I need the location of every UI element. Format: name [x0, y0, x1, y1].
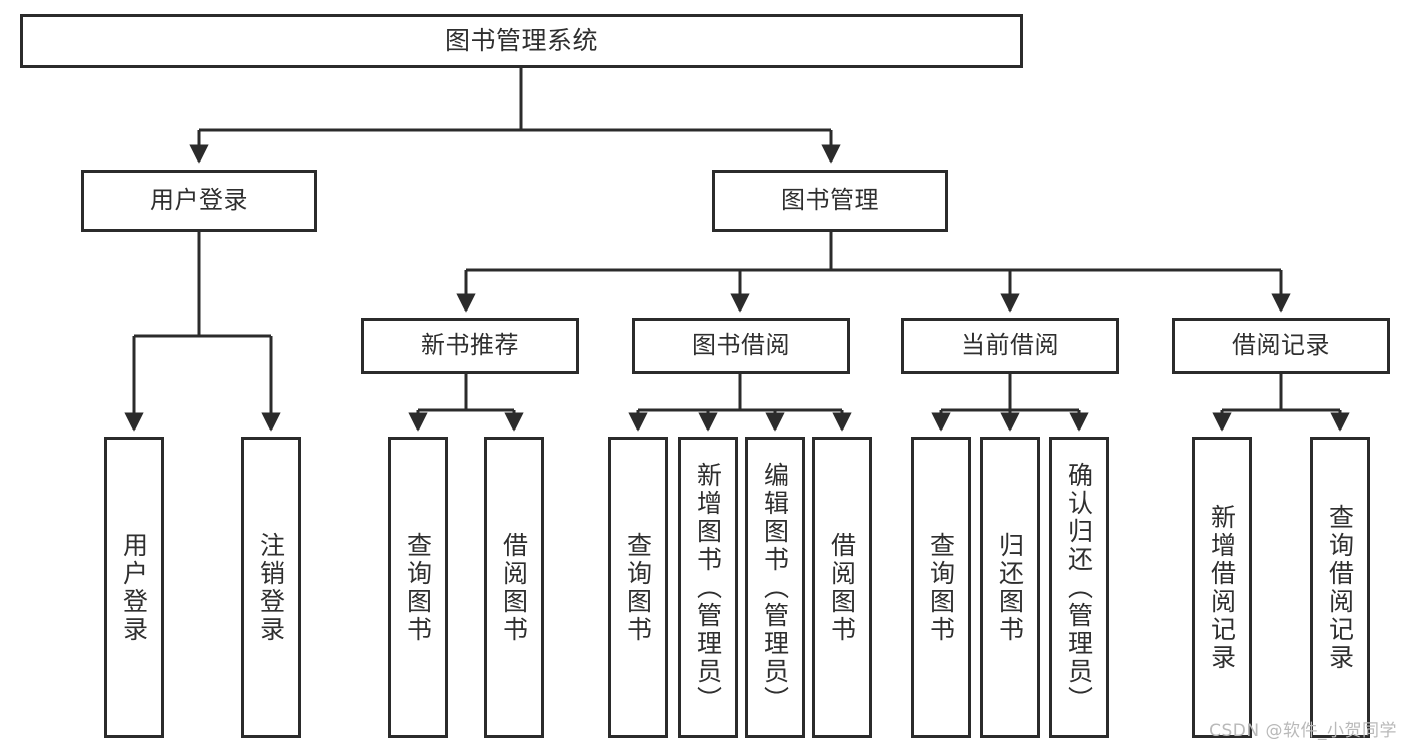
- node-current-borrow[interactable]: 当前借阅: [901, 318, 1119, 374]
- leaf-book-borrow-borrow-book[interactable]: 借阅图书: [812, 437, 872, 738]
- leaf-user-login-signout[interactable]: 注销登录: [241, 437, 301, 738]
- csdn-watermark: CSDN @软件_小贺同学: [1209, 721, 1397, 741]
- node-label: 借阅记录: [1232, 331, 1330, 360]
- leaf-new-book-borrow-book[interactable]: 借阅图书: [484, 437, 544, 738]
- leaf-book-borrow-edit-book-admin[interactable]: 编辑图书（管理员）: [745, 437, 805, 738]
- node-label: 用户登录: [150, 186, 248, 215]
- node-label: 图书借阅: [692, 331, 790, 360]
- node-borrow-record[interactable]: 借阅记录: [1172, 318, 1390, 374]
- leaf-new-book-query-book[interactable]: 查询图书: [388, 437, 448, 738]
- node-label: 当前借阅: [961, 331, 1059, 360]
- node-book-borrow[interactable]: 图书借阅: [632, 318, 850, 374]
- node-new-book-recommend[interactable]: 新书推荐: [361, 318, 579, 374]
- node-label: 编辑图书（管理员）: [760, 461, 790, 714]
- node-label: 查询图书: [623, 531, 653, 644]
- node-label: 新增图书（管理员）: [693, 461, 723, 714]
- leaf-current-borrow-return-book[interactable]: 归还图书: [980, 437, 1040, 738]
- node-book-management[interactable]: 图书管理: [712, 170, 948, 232]
- leaf-book-borrow-add-book-admin[interactable]: 新增图书（管理员）: [678, 437, 738, 738]
- node-label: 查询图书: [403, 531, 433, 644]
- leaf-current-borrow-query-book[interactable]: 查询图书: [911, 437, 971, 738]
- node-label: 用户登录: [119, 531, 149, 644]
- node-label: 确认归还（管理员）: [1064, 461, 1094, 714]
- leaf-borrow-record-add-record[interactable]: 新增借阅记录: [1192, 437, 1252, 738]
- node-label: 借阅图书: [499, 531, 529, 644]
- node-label: 图书管理系统: [444, 25, 598, 55]
- node-label: 借阅图书: [827, 531, 857, 644]
- node-user-login[interactable]: 用户登录: [81, 170, 317, 232]
- node-label: 归还图书: [995, 531, 1025, 644]
- node-label: 图书管理: [781, 186, 879, 215]
- node-root-book-management-system[interactable]: 图书管理系统: [20, 14, 1023, 68]
- node-label: 查询借阅记录: [1325, 503, 1355, 672]
- leaf-borrow-record-query-record[interactable]: 查询借阅记录: [1310, 437, 1370, 738]
- node-label: 注销登录: [256, 531, 286, 644]
- leaf-book-borrow-query-book[interactable]: 查询图书: [608, 437, 668, 738]
- leaf-user-login-signin[interactable]: 用户登录: [104, 437, 164, 738]
- node-label: 查询图书: [926, 531, 956, 644]
- node-label: 新书推荐: [421, 331, 519, 360]
- leaf-current-borrow-confirm-return-admin[interactable]: 确认归还（管理员）: [1049, 437, 1109, 738]
- node-label: 新增借阅记录: [1207, 503, 1237, 672]
